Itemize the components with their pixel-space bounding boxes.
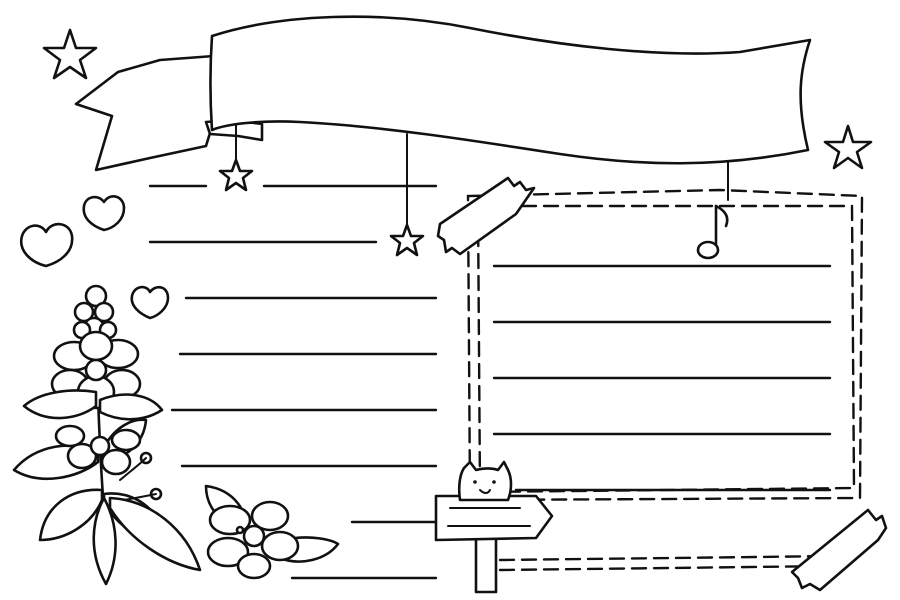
washi-tape-icon <box>436 176 536 256</box>
star-icon <box>42 28 98 80</box>
star-icon <box>823 124 873 170</box>
signpost-icon <box>434 494 554 594</box>
note-box[interactable] <box>466 188 864 572</box>
left-writing-lines[interactable] <box>148 184 438 580</box>
banner-ribbon <box>74 15 812 172</box>
banner-left-tail <box>74 54 216 172</box>
heart-icon <box>130 285 170 320</box>
flower-icon <box>12 284 202 586</box>
cat-icon <box>457 460 513 502</box>
flower-icon <box>204 484 340 580</box>
hanging-decorations <box>218 123 729 257</box>
note-box-lines[interactable] <box>492 264 832 492</box>
banner-body[interactable] <box>209 15 812 165</box>
washi-tape-icon <box>790 508 888 592</box>
heart-icon <box>82 195 126 232</box>
hanging-star-icon <box>389 223 425 257</box>
hanging-star-icon <box>218 158 254 192</box>
music-note-icon <box>696 204 729 260</box>
heart-icon <box>19 222 74 268</box>
